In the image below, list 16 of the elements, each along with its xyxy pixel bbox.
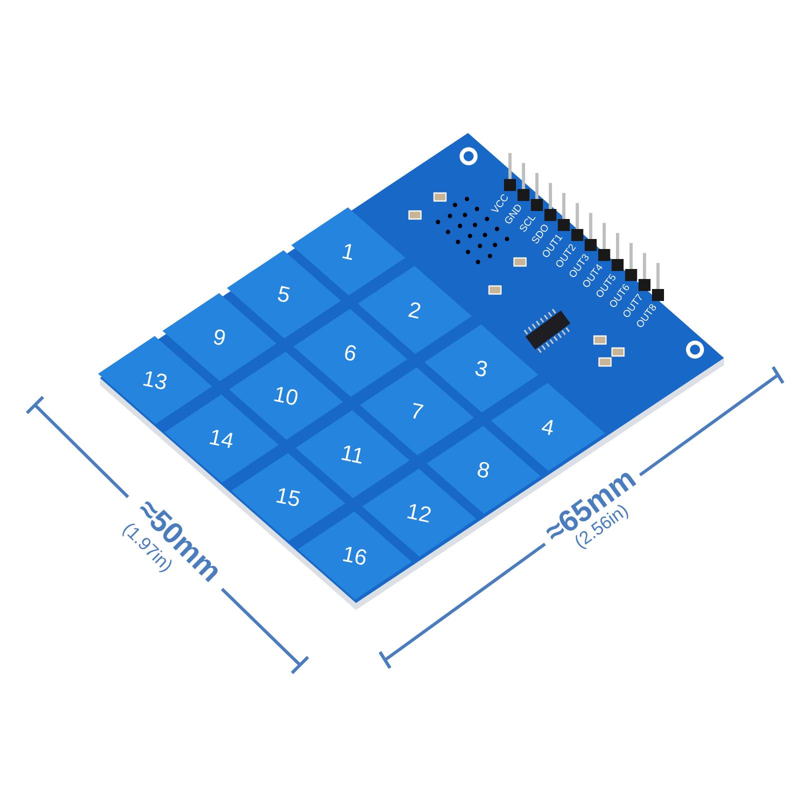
node-label: 7 [413, 402, 424, 419]
node-label: 5 [278, 286, 290, 302]
touch-pad: 5 [226, 250, 341, 338]
touch-pad: 13 [98, 336, 212, 424]
node-label: 4 [542, 420, 553, 436]
touch-pad: 7 [360, 367, 474, 456]
node-label: 1 [342, 244, 352, 260]
node-label: 8 [478, 462, 490, 478]
touch-pad: 2 [358, 266, 472, 354]
node-label: 9 [214, 329, 225, 345]
touch-pad: 4 [491, 382, 605, 471]
touch-pad: 1 [291, 207, 406, 296]
node-label: 3 [475, 360, 487, 376]
node-label: 6 [345, 345, 356, 361]
touch-pad: 3 [424, 324, 538, 412]
node-label: 2 [408, 302, 420, 319]
